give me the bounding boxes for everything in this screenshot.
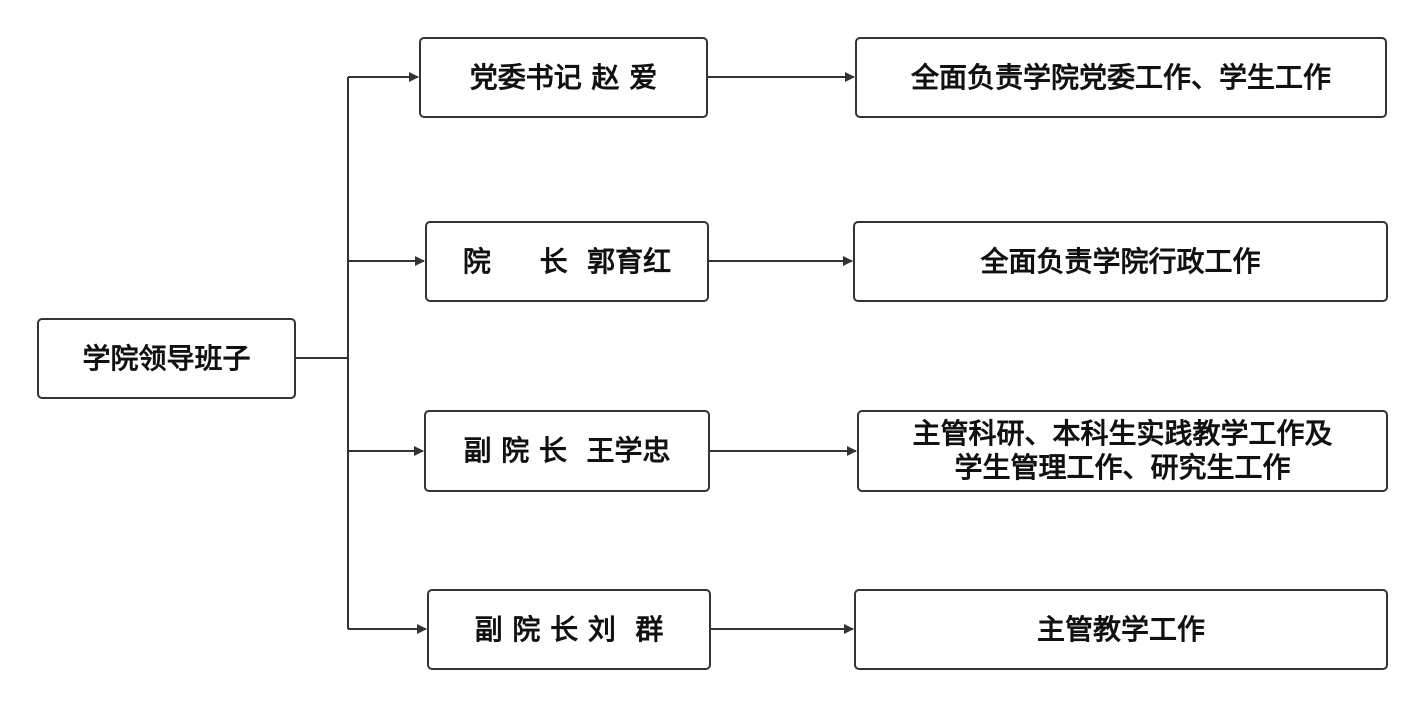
duty-node-party-secretary: 全面负责学院党委工作、学生工作: [855, 37, 1387, 118]
role-node-vice-dean-wang: 副 院 长 王学忠: [424, 410, 710, 492]
role-node-party-secretary: 党委书记 赵 爱: [419, 37, 708, 118]
role-node-label: 党委书记 赵 爱: [469, 60, 658, 94]
duty-node-label: 全面负责学院党委工作、学生工作: [910, 60, 1331, 94]
duty-node-dean: 全面负责学院行政工作: [853, 221, 1388, 302]
role-node-dean: 院 长 郭育红: [425, 221, 709, 302]
duty-node-label: 主管教学工作: [1036, 612, 1205, 646]
role-node-label: 副 院 长 王学忠: [463, 434, 671, 468]
duty-node-vice-dean-wang: 主管科研、本科生实践教学工作及 学生管理工作、研究生工作: [857, 410, 1388, 492]
duty-node-label: 全面负责学院行政工作: [980, 244, 1261, 278]
root-node: 学院领导班子: [37, 318, 296, 399]
role-node-label: 院 长 郭育红: [462, 244, 672, 278]
duty-node-label: 主管科研、本科生实践教学工作及 学生管理工作、研究生工作: [912, 417, 1333, 484]
role-node-label: 副 院 长 刘 群: [474, 612, 664, 646]
duty-node-vice-dean-liu: 主管教学工作: [854, 589, 1388, 670]
root-node-label: 学院领导班子: [82, 341, 251, 375]
role-node-vice-dean-liu: 副 院 长 刘 群: [427, 589, 711, 670]
